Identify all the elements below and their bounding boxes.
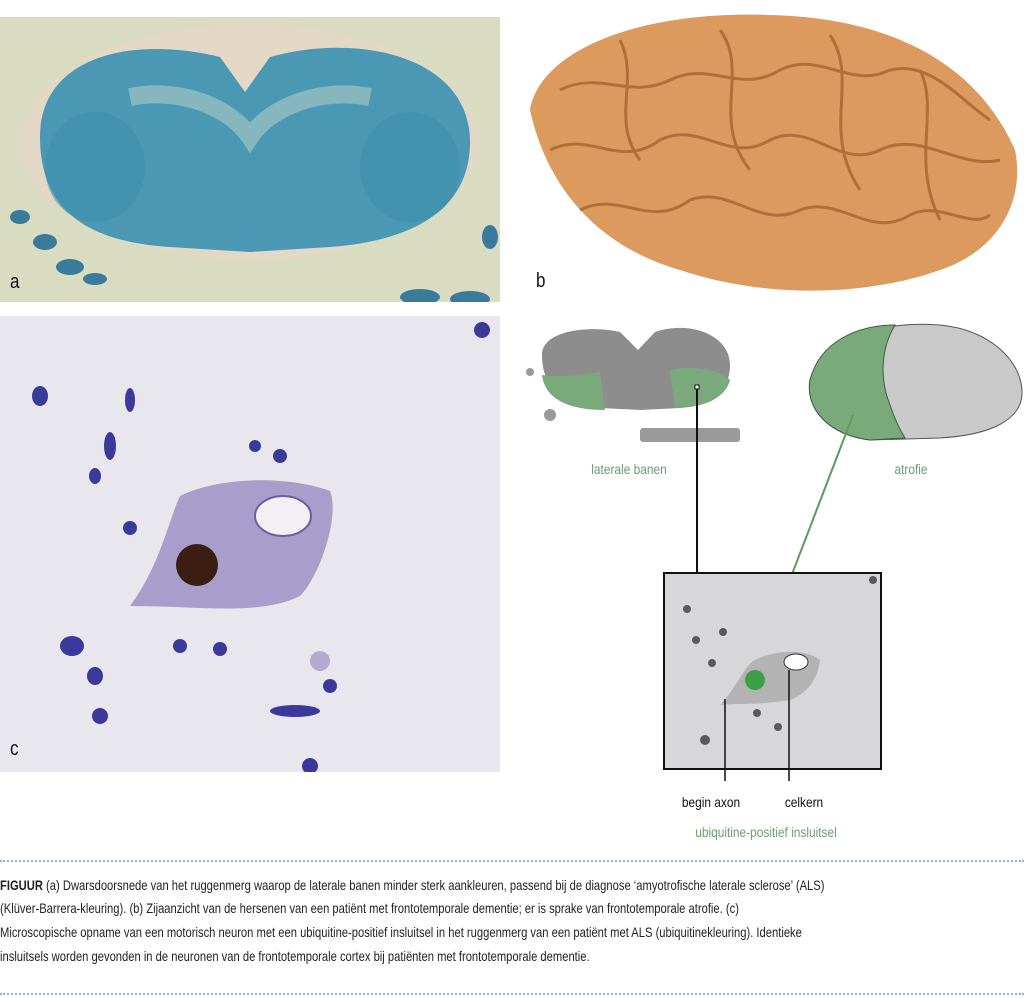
brain-schematic [808, 323, 1023, 441]
spinal-cord-schematic [526, 327, 740, 442]
spinal-cord-illustration [10, 24, 498, 302]
label-begin-axon: begin axon [681, 794, 741, 810]
label-ubiquitine-insluitsel: ubiquitine-positief insluitsel [695, 824, 837, 840]
caption-prefix: FIGUUR [0, 877, 43, 893]
schematic-diagram [526, 323, 1023, 781]
label-laterale-banen: laterale banen [591, 461, 667, 477]
caption-top-rule [0, 860, 1024, 862]
neuron-micrograph-illustration [32, 322, 490, 772]
panel-a-spinal-cord-photo: a [0, 17, 500, 302]
caption-line-3: Microscopische opname van een motorisch … [0, 924, 802, 940]
caption-line-2: (Klüver-Barrera-kleuring). (b) Zijaanzic… [0, 900, 739, 916]
panel-c-micrograph: c [0, 316, 500, 772]
panel-b-label: b [536, 270, 546, 292]
panel-a-label: a [10, 271, 20, 293]
panel-c-label: c [10, 738, 19, 760]
brain-illustration [530, 14, 1018, 291]
label-atrofie: atrofie [894, 461, 928, 477]
caption-line-1: (a) Dwarsdoorsnede van het ruggenmerg wa… [46, 877, 825, 893]
label-celkern: celkern [784, 794, 824, 810]
caption-line-4: insluitsels worden gevonden in de neuron… [0, 948, 590, 964]
caption-bottom-rule [0, 993, 1024, 995]
panel-b-brain-photo: b [520, 0, 1024, 302]
